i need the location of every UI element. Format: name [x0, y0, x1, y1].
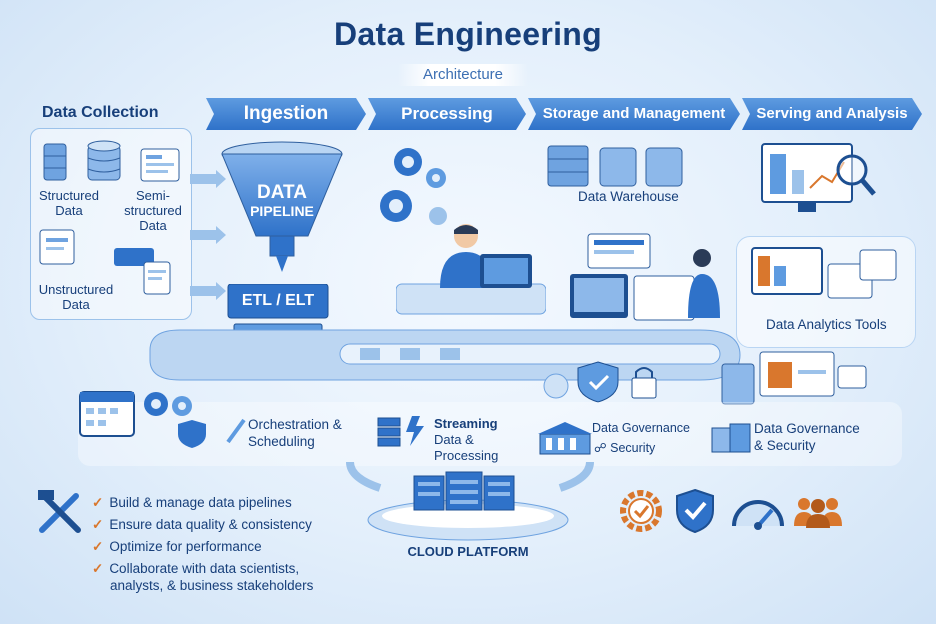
- database-icon: [43, 140, 121, 181]
- responsibility-item: ✓Collaborate with data scientists,: [92, 561, 300, 576]
- gear-check-icon: [620, 490, 662, 532]
- data-warehouse-label: Data Warehouse: [578, 189, 679, 204]
- data-pipeline-funnel-icon: [221, 141, 343, 272]
- storage-dashboard-icon: [570, 233, 720, 321]
- orchestration-calendar-gear-icon: [79, 391, 246, 448]
- streaming-servers-icon: [377, 416, 424, 447]
- responsibility-item: ✓Ensure data quality & consistency: [92, 517, 312, 532]
- cloud-platform-label: CLOUD PLATFORM: [407, 544, 529, 559]
- gauge-icon: [732, 500, 784, 530]
- data-analytics-tools-label: Data Analytics Tools: [766, 317, 887, 332]
- responsibilities-list: ✓Build & manage data pipelines ✓Ensure d…: [92, 494, 313, 594]
- stage-data-collection: Data Collection: [42, 104, 159, 121]
- stage-processing: Processing: [368, 98, 526, 130]
- cloud-connector-arrows: [346, 461, 594, 492]
- document-icon: [140, 148, 180, 182]
- funnel-label: DATA PIPELINE: [250, 182, 314, 219]
- engineer-laptop-icon: [396, 224, 546, 315]
- structured-data-label: Structured Data: [39, 188, 99, 218]
- stage-storage-management: Storage and Management: [528, 98, 740, 130]
- page-title: Data Engineering: [334, 16, 602, 52]
- unstructured-files-icon: [39, 229, 171, 295]
- stage-serving-analysis: Serving and Analysis: [742, 98, 922, 130]
- analytics-monitor-icon: [761, 143, 876, 212]
- responsibility-item-continued: analysts, & business stakeholders: [110, 578, 314, 593]
- stage-ingestion: Ingestion: [206, 98, 366, 130]
- responsibility-item: ✓Build & manage data pipelines: [92, 495, 292, 510]
- streaming-label: Streaming Data & Processing: [434, 416, 499, 463]
- orchestration-label: Orchestration & Scheduling: [248, 417, 342, 449]
- data-warehouse-icon: [547, 145, 683, 187]
- responsibility-item: ✓Optimize for performance: [92, 539, 262, 554]
- governance-security-icon: [711, 423, 751, 453]
- security-lock-icon: [543, 361, 657, 403]
- governance-right-label: Data Governance & Security: [754, 421, 860, 453]
- wrench-hammer-icon: [38, 490, 81, 533]
- cloud-platform-icon: [367, 471, 569, 541]
- dashboard-reports-icon: [721, 351, 867, 405]
- team-icon: [794, 498, 842, 528]
- ingestion-arrows: [190, 170, 226, 300]
- unstructured-data-label: Unstructured Data: [38, 282, 114, 312]
- processing-gears-icon: [380, 148, 447, 225]
- governance-left-label: Data Governance ☍ Security: [592, 421, 690, 455]
- governance-building-icon: [538, 422, 592, 455]
- page-subtitle: Architecture: [398, 64, 528, 86]
- etl-label: ETL / ELT: [241, 292, 315, 309]
- analytics-tools-icon: [751, 247, 897, 299]
- semi-structured-data-label: Semi- structured Data: [124, 188, 182, 233]
- shield-check-icon: [676, 488, 714, 534]
- bottom-capabilities-row: [78, 402, 902, 466]
